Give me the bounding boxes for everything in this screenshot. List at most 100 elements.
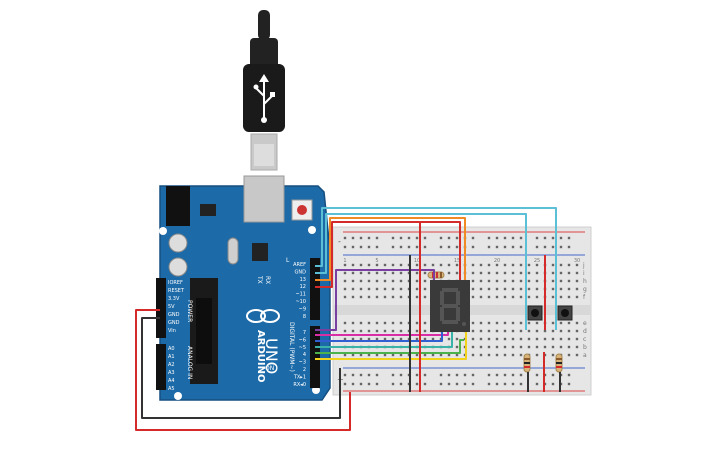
breadboard-hole[interactable]: [351, 287, 355, 291]
breadboard-hole[interactable]: [367, 295, 371, 299]
breadboard-hole[interactable]: [495, 295, 499, 299]
breadboard-hole[interactable]: [447, 337, 451, 341]
breadboard-hole[interactable]: [375, 337, 379, 341]
breadboard-hole[interactable]: [471, 337, 475, 341]
breadboard-hole[interactable]: [503, 329, 507, 333]
breadboard-hole[interactable]: [487, 373, 491, 377]
breadboard-hole[interactable]: [519, 345, 523, 349]
breadboard-hole[interactable]: [367, 353, 371, 357]
breadboard-hole[interactable]: [495, 353, 499, 357]
breadboard-hole[interactable]: [519, 321, 523, 325]
breadboard-hole[interactable]: [423, 337, 427, 341]
breadboard-hole[interactable]: [415, 279, 419, 283]
breadboard-hole[interactable]: [551, 287, 555, 291]
breadboard-hole[interactable]: [351, 279, 355, 283]
breadboard-hole[interactable]: [351, 321, 355, 325]
breadboard-hole[interactable]: [351, 382, 355, 386]
breadboard-hole[interactable]: [567, 271, 571, 275]
breadboard-hole[interactable]: [423, 271, 427, 275]
breadboard-hole[interactable]: [511, 345, 515, 349]
breadboard-hole[interactable]: [391, 287, 395, 291]
breadboard-hole[interactable]: [535, 329, 539, 333]
resistor-button-1[interactable]: [523, 353, 531, 373]
breadboard-hole[interactable]: [487, 321, 491, 325]
breadboard-hole[interactable]: [471, 382, 475, 386]
breadboard-hole[interactable]: [455, 345, 459, 349]
breadboard-hole[interactable]: [423, 287, 427, 291]
breadboard-hole[interactable]: [527, 345, 531, 349]
breadboard-hole[interactable]: [479, 295, 483, 299]
breadboard-hole[interactable]: [471, 279, 475, 283]
breadboard-hole[interactable]: [503, 345, 507, 349]
breadboard-hole[interactable]: [351, 329, 355, 333]
breadboard-hole[interactable]: [511, 245, 515, 249]
breadboard-hole[interactable]: [575, 287, 579, 291]
breadboard-hole[interactable]: [535, 236, 539, 240]
breadboard-hole[interactable]: [359, 382, 363, 386]
breadboard-hole[interactable]: [375, 271, 379, 275]
breadboard-hole[interactable]: [375, 329, 379, 333]
breadboard-hole[interactable]: [495, 345, 499, 349]
breadboard-hole[interactable]: [559, 287, 563, 291]
breadboard-hole[interactable]: [431, 353, 435, 357]
breadboard-hole[interactable]: [383, 295, 387, 299]
breadboard-hole[interactable]: [479, 329, 483, 333]
breadboard-hole[interactable]: [479, 345, 483, 349]
breadboard-hole[interactable]: [503, 382, 507, 386]
breadboard-hole[interactable]: [439, 245, 443, 249]
breadboard-hole[interactable]: [359, 271, 363, 275]
breadboard-hole[interactable]: [511, 321, 515, 325]
breadboard-hole[interactable]: [567, 337, 571, 341]
breadboard-hole[interactable]: [455, 373, 459, 377]
wire-pin11[interactable]: [315, 213, 527, 330]
breadboard-hole[interactable]: [391, 321, 395, 325]
breadboard-hole[interactable]: [503, 287, 507, 291]
breadboard-hole[interactable]: [487, 329, 491, 333]
breadboard-hole[interactable]: [495, 236, 499, 240]
breadboard-hole[interactable]: [415, 287, 419, 291]
breadboard-hole[interactable]: [399, 329, 403, 333]
breadboard-hole[interactable]: [351, 337, 355, 341]
breadboard-hole[interactable]: [495, 287, 499, 291]
breadboard-hole[interactable]: [431, 263, 435, 267]
breadboard-hole[interactable]: [567, 321, 571, 325]
breadboard-hole[interactable]: [359, 329, 363, 333]
breadboard-hole[interactable]: [519, 245, 523, 249]
breadboard-hole[interactable]: [391, 353, 395, 357]
breadboard-hole[interactable]: [383, 271, 387, 275]
breadboard-hole[interactable]: [367, 321, 371, 325]
breadboard-hole[interactable]: [399, 337, 403, 341]
breadboard-hole[interactable]: [439, 382, 443, 386]
breadboard-hole[interactable]: [567, 345, 571, 349]
breadboard-hole[interactable]: [519, 263, 523, 267]
breadboard-hole[interactable]: [567, 245, 571, 249]
breadboard-hole[interactable]: [447, 382, 451, 386]
breadboard-hole[interactable]: [343, 373, 347, 377]
breadboard-hole[interactable]: [511, 353, 515, 357]
breadboard-hole[interactable]: [551, 245, 555, 249]
breadboard-hole[interactable]: [423, 236, 427, 240]
breadboard-hole[interactable]: [575, 271, 579, 275]
breadboard-hole[interactable]: [559, 295, 563, 299]
breadboard-hole[interactable]: [343, 279, 347, 283]
breadboard-hole[interactable]: [415, 329, 419, 333]
breadboard-hole[interactable]: [487, 271, 491, 275]
breadboard-hole[interactable]: [559, 271, 563, 275]
breadboard-hole[interactable]: [455, 263, 459, 267]
breadboard-hole[interactable]: [543, 245, 547, 249]
breadboard-hole[interactable]: [367, 263, 371, 267]
breadboard-hole[interactable]: [471, 287, 475, 291]
breadboard-hole[interactable]: [575, 329, 579, 333]
breadboard-hole[interactable]: [423, 295, 427, 299]
breadboard-hole[interactable]: [519, 382, 523, 386]
breadboard-hole[interactable]: [575, 321, 579, 325]
breadboard-hole[interactable]: [519, 373, 523, 377]
breadboard-hole[interactable]: [367, 287, 371, 291]
breadboard-hole[interactable]: [391, 295, 395, 299]
breadboard-hole[interactable]: [463, 373, 467, 377]
breadboard-hole[interactable]: [399, 287, 403, 291]
breadboard-hole[interactable]: [383, 353, 387, 357]
breadboard-hole[interactable]: [495, 329, 499, 333]
breadboard-hole[interactable]: [407, 245, 411, 249]
breadboard-hole[interactable]: [527, 263, 531, 267]
